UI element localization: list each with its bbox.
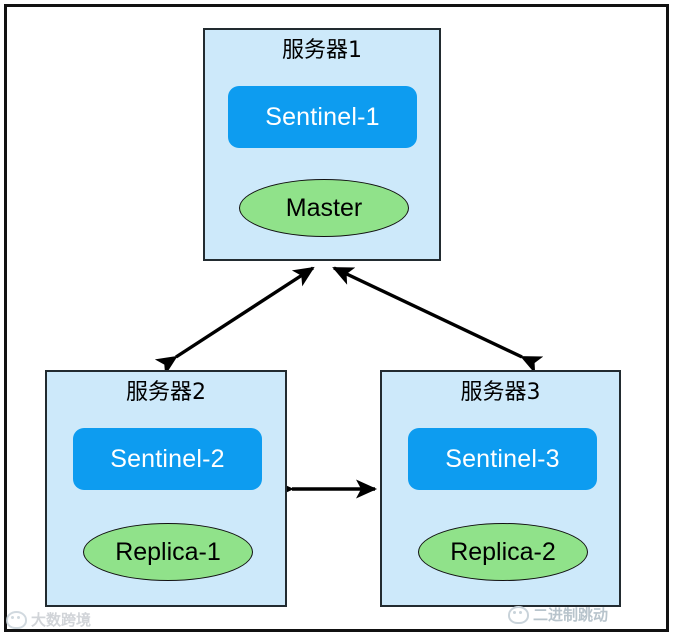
server-title-server2: 服务器2 <box>126 380 206 405</box>
server-title-server3: 服务器3 <box>460 380 541 405</box>
server-box-server2: 服务器2 Sentinel-2 Replica-1 <box>45 370 287 607</box>
server-title-server1: 服务器1 <box>282 38 362 63</box>
data-node-replica-1[interactable]: Replica-1 <box>83 523 253 581</box>
data-node-replica-2[interactable]: Replica-2 <box>418 523 588 581</box>
sentinel-node-server2[interactable]: Sentinel-2 <box>73 428 262 490</box>
server-box-server1: 服务器1 Sentinel-1 Master <box>203 28 441 261</box>
sentinel-node-server3[interactable]: Sentinel-3 <box>408 428 597 490</box>
sentinel-node-server1[interactable]: Sentinel-1 <box>228 86 417 148</box>
server-box-server3: 服务器3 Sentinel-3 Replica-2 <box>380 370 621 607</box>
data-node-master[interactable]: Master <box>239 179 409 237</box>
